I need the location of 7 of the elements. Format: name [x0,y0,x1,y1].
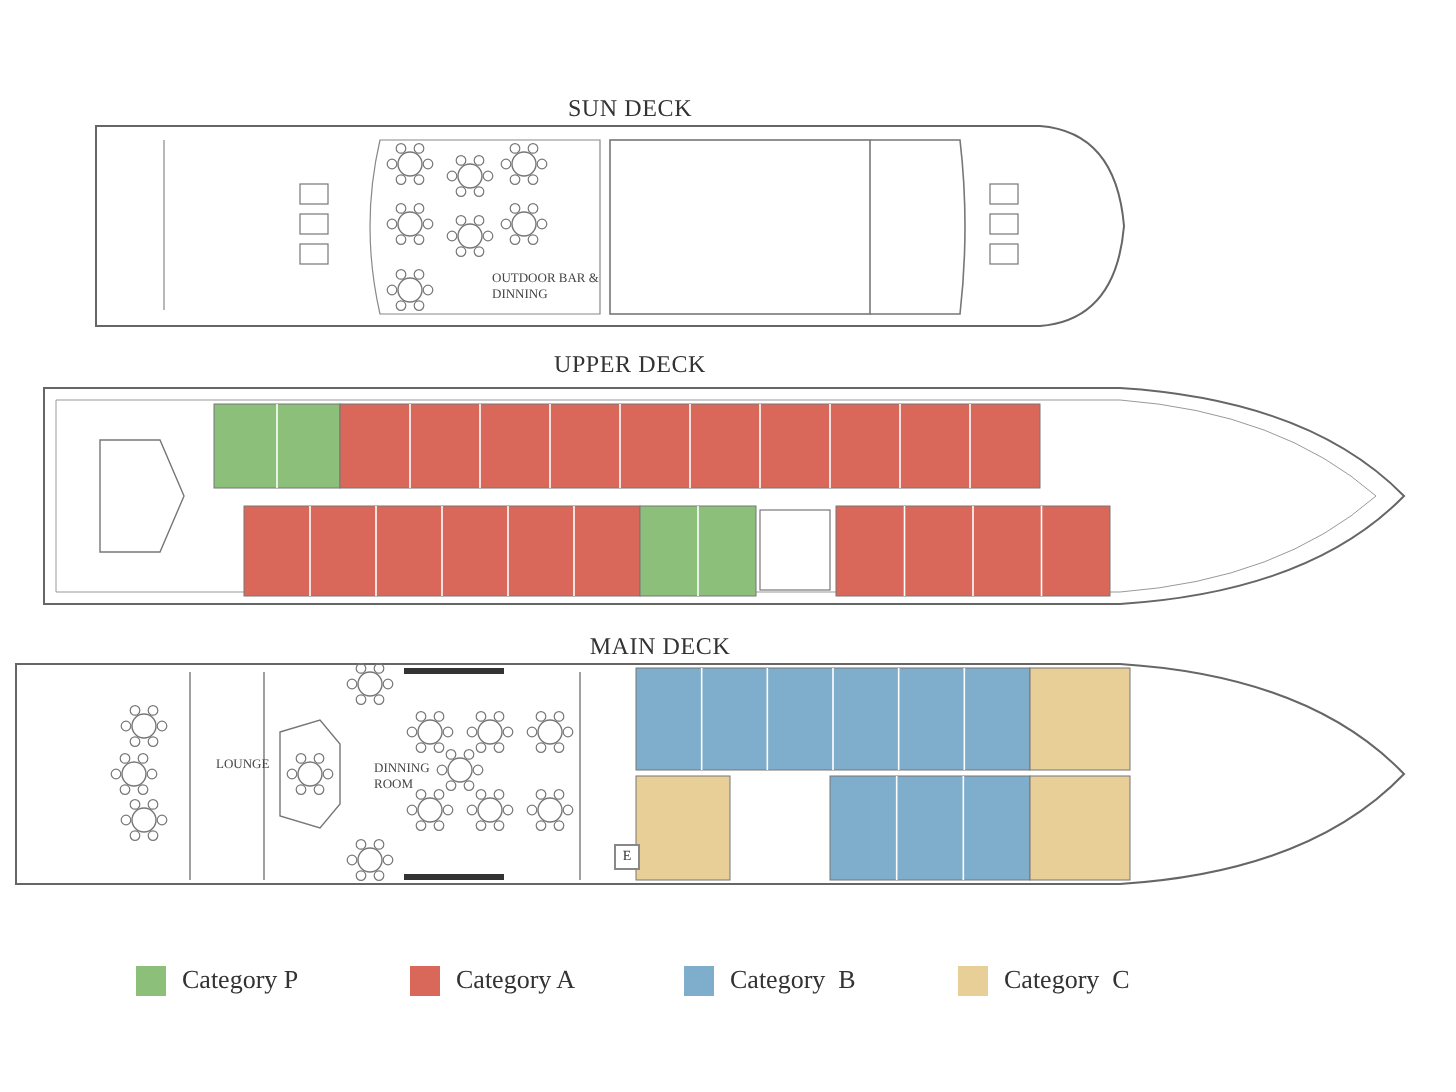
legend-label: Category B [730,964,856,996]
legend-label: Category C [1004,964,1130,996]
deck-heading: SUN DECK [567,94,693,124]
deck-heading: MAIN DECK [589,632,731,662]
deck-heading: UPPER DECK [554,350,706,380]
legend-label: Category P [182,964,299,996]
legend-label: Category A [456,964,576,996]
